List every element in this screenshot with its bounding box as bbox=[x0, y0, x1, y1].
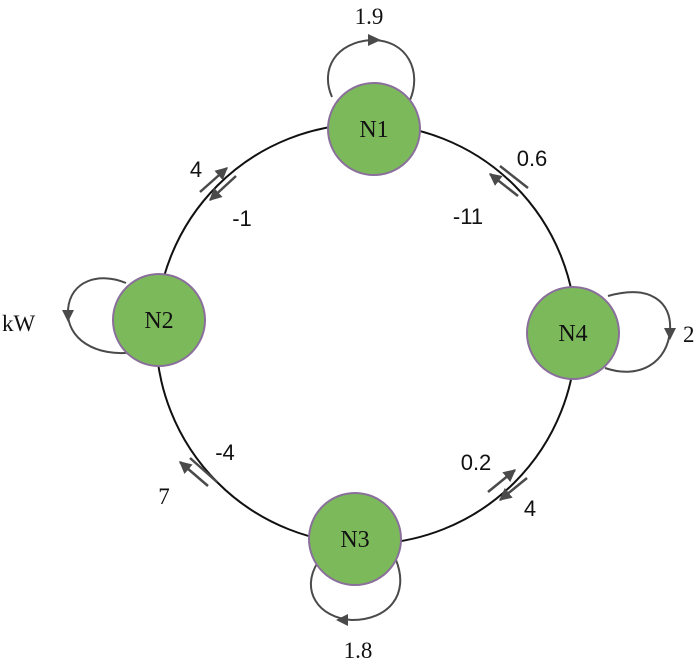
n4-to-n1-value: 0.6 bbox=[517, 146, 548, 171]
n1-loop-arrowhead bbox=[368, 34, 381, 46]
n1-n2-flow-arrows bbox=[199, 167, 237, 201]
node-n3-label: N3 bbox=[340, 527, 369, 553]
flow-arrow-n4-to-n3 bbox=[499, 477, 528, 501]
flow-arrow-n1-to-n2 bbox=[209, 175, 237, 201]
n2-to-n3-value: -4 bbox=[215, 440, 235, 465]
node-n3-circle bbox=[308, 492, 402, 586]
node-n3: N3 bbox=[308, 492, 402, 586]
node-n2-label: N2 bbox=[144, 308, 173, 334]
n4-to-n3-value: 4 bbox=[524, 496, 536, 521]
n3-n4-flow-arrows bbox=[487, 469, 528, 501]
node-n4-label: N4 bbox=[558, 321, 587, 347]
n3-loop-arrowhead bbox=[336, 614, 348, 626]
n2-self-loop bbox=[62, 277, 136, 355]
flow-arrow-n2-to-n1 bbox=[199, 167, 228, 193]
n3-self-value: 1.8 bbox=[344, 638, 373, 663]
node-n4-circle bbox=[526, 286, 620, 380]
node-n1: N1 bbox=[327, 82, 421, 176]
flow-arrow-n3-to-n4 bbox=[487, 469, 516, 493]
n1-to-n4-value: -11 bbox=[453, 204, 483, 229]
network-ring bbox=[155, 123, 577, 545]
n4-self-value: 2 bbox=[683, 322, 695, 347]
n3-to-n4-value: 0.2 bbox=[461, 450, 492, 475]
n2-n3-flow-arrows bbox=[179, 457, 218, 487]
n3-self-loop bbox=[309, 559, 402, 626]
node-n4: N4 bbox=[526, 286, 620, 380]
n1-self-loop bbox=[327, 34, 416, 101]
n3-to-n2-value: 7 bbox=[158, 484, 170, 509]
n2-loop-arrowhead bbox=[62, 310, 74, 322]
n1-self-value: 1.9 bbox=[355, 4, 384, 29]
n4-self-loop bbox=[604, 291, 676, 373]
n2-self-value-unit: kW bbox=[2, 311, 36, 336]
n1-to-n2-value: -1 bbox=[232, 206, 252, 231]
n2-to-n1-value: 4 bbox=[190, 157, 202, 182]
node-n1-label: N1 bbox=[359, 117, 388, 143]
node-n2-circle bbox=[112, 273, 206, 367]
flow-line-n1-n4 bbox=[499, 165, 529, 189]
flow-line-n2-n3 bbox=[189, 457, 218, 483]
node-n1-circle bbox=[327, 82, 421, 176]
node-n2: N2 bbox=[112, 273, 206, 367]
flow-arrow-n4-to-n1 bbox=[489, 173, 519, 197]
n1-n4-flow-arrows bbox=[489, 165, 529, 197]
flow-arrow-n3-to-n2 bbox=[179, 461, 209, 487]
n4-loop-arrowhead bbox=[664, 328, 676, 340]
